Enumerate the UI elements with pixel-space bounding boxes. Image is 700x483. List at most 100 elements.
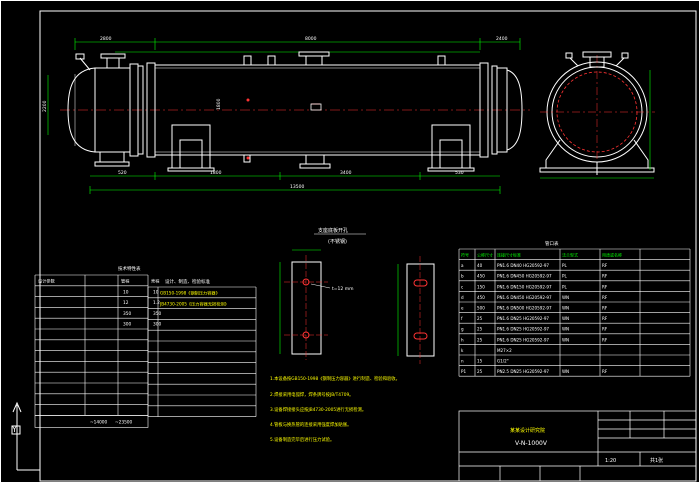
tech-bottom-2: ~23500 <box>115 419 133 425</box>
nozzle-cell: 150 <box>477 284 485 289</box>
nozzle-cell: M27×2 <box>497 348 512 353</box>
dim-vertical: 1800 <box>216 98 222 110</box>
tech-cell: 12 <box>123 300 129 306</box>
dim-bottom-1: 520 <box>118 170 127 176</box>
nozzle-header-cell: 用途或名称 <box>602 252 622 258</box>
nozzle-cell: PN1.6 DN500 HG20592-97 <box>497 306 552 311</box>
dim-top-3: 2400 <box>496 36 508 42</box>
standards-table: 设计、制造、检验标准 GB150-1998《钢制压力容器》 JB4730-2005《… <box>147 278 257 417</box>
tech-cell: 350 <box>123 311 131 317</box>
note-1: 1.本设备按GB150-1998《钢制压力容器》进行制造、检验和验收。 <box>270 375 400 382</box>
nozzle-cell: h <box>461 337 464 342</box>
nozzle-cell: g <box>461 327 464 332</box>
support-subtitle: (不锈钢) <box>328 238 347 245</box>
nozzle-cell: k <box>461 348 464 353</box>
nozzle-cell: f <box>461 316 463 321</box>
support-label: t=12 mm <box>332 286 353 292</box>
nozzle-cell: PL <box>562 284 567 289</box>
tech-cell: 300 <box>123 322 131 328</box>
note-4: 4.管板与换热管的连接采用强度焊加贴胀。 <box>270 421 351 428</box>
nozzle-cell: RF <box>602 327 608 332</box>
nozzle-cell: RF <box>602 306 608 311</box>
tech-cell: 10 <box>153 289 159 295</box>
tech-bottom-1: ~14000 <box>90 419 108 425</box>
dim-left: 2200 <box>42 100 48 112</box>
title-block <box>458 410 697 482</box>
nozzle-cell: WN <box>562 369 569 374</box>
side-view <box>539 51 655 179</box>
nozzle-header-cell: 符号 <box>461 252 469 258</box>
nozzle-cell: RF <box>602 337 608 342</box>
nozzle-cell: d <box>461 295 464 300</box>
nozzle-cell: c <box>461 284 463 289</box>
dim-bottom-2: 1800 <box>210 170 222 176</box>
tech-cell: 300 <box>153 322 161 328</box>
nozzle-cell: PN1.6 DN40 HG20592-97 <box>497 263 549 268</box>
nozzle-cell: b <box>461 274 464 279</box>
nozzle-cell: RF <box>602 284 608 289</box>
nozzle-header-cell: 法兰型式 <box>562 252 578 258</box>
nozzle-header-cell: 公称尺寸 <box>477 252 493 258</box>
nozzle-cell: PN1.6 DN25 HG20592-97 <box>497 327 549 332</box>
tech-table-title: 技术特性表 <box>118 265 141 272</box>
nozzle-header-cell: 连接尺寸标准 <box>497 252 521 258</box>
tech-header-cell: 壳程 <box>151 278 160 285</box>
technical-notes: 1.本设备按GB150-1998《钢制压力容器》进行制造、检验和验收。 2.焊接… <box>270 375 400 443</box>
nozzle-cell: PN2.5 DN25 HG20592-97 <box>497 369 549 374</box>
nozzle-cell: PN1.6 DN450 HG20592-97 <box>497 274 552 279</box>
nozzle-cell: 25 <box>477 327 483 332</box>
note-5: 5.设备制造完毕后进行压力试验。 <box>270 436 334 443</box>
support-plate-detail: 支座底板开孔 (不锈钢) t=12 mm <box>279 227 435 364</box>
nozzle-title: 管口表 <box>545 240 559 247</box>
nozzle-cell: 25 <box>477 337 483 342</box>
standards-title: 设计、制造、检验标准 <box>165 278 210 285</box>
main-elevation-view: 2800 8000 2400 13500 520 1800 3400 530 1… <box>42 36 530 194</box>
title-scale: 1:20 <box>605 458 616 464</box>
note-3: 3.设备焊接接头应按JB4730-2005进行无损检测。 <box>270 406 366 413</box>
standards-cell: JB4730-2005《压力容器无损检测》 <box>159 300 229 307</box>
inner-frame <box>39 10 697 482</box>
dim-bottom-3: 3400 <box>340 170 352 176</box>
ucs-axis-icon: Y <box>11 401 40 471</box>
nozzle-cell: 40 <box>477 263 483 268</box>
standards-cell: GB150-1998《钢制压力容器》 <box>160 290 220 297</box>
nozzle-cell: 25 <box>477 316 483 321</box>
nozzle-cell: PN1.6 DN450 HG20592-97 <box>497 295 552 300</box>
nozzle-table: 管口表符号 公称尺寸连接尺寸标准 法兰型式 用途或名称 a 40 PN1.6 DN40 HG… <box>458 240 691 377</box>
nozzle-cell: 450 <box>477 295 485 300</box>
nozzle-cell: 450 <box>477 274 485 279</box>
nozzle-cell: RF <box>602 316 608 321</box>
nozzle-cell: RF <box>602 274 608 279</box>
nozzle-cell: RF <box>602 369 608 374</box>
nozzle-cell: WN <box>562 306 569 311</box>
nozzle-cell: 25 <box>477 369 483 374</box>
tech-cell: 1.2 <box>153 300 160 306</box>
title-sheet: 共1张 <box>650 457 663 464</box>
tech-header-cell: 设计参数 <box>38 278 56 285</box>
nozzle-cell: RF <box>602 263 608 268</box>
nozzle-cell: PN1.6 DN150 HG20592-97 <box>497 284 552 289</box>
nozzle-cell: WN <box>562 337 569 342</box>
note-2: 2.焊接采用电弧焊，焊条牌号按JB/T4709。 <box>270 391 353 398</box>
title-company: 某某设计研究院 <box>510 427 545 434</box>
dim-bottom-4: 530 <box>455 170 464 176</box>
tech-cell: 10 <box>123 289 129 295</box>
nozzle-cell: P1 <box>461 369 466 374</box>
nozzle-cell: e <box>461 306 464 311</box>
svg-text:Y: Y <box>12 425 17 434</box>
support-title: 支座底板开孔 <box>318 227 348 234</box>
nozzle-cell: a <box>461 263 464 268</box>
nozzle-cell: 500 <box>477 306 485 311</box>
nozzle-cell: WN <box>562 316 569 321</box>
tech-cell: 350 <box>153 311 161 317</box>
nozzle-cell: PL <box>562 263 567 268</box>
dim-top-2: 8000 <box>305 36 317 42</box>
dim-total: 13500 <box>290 184 304 190</box>
nozzle-cell: WN <box>562 327 569 332</box>
nozzle-cell: RF <box>602 295 608 300</box>
dim-top-1: 2800 <box>100 36 112 42</box>
tech-header-cell: 管程 <box>121 278 130 285</box>
title-drawing: V-N-1000V <box>515 440 548 447</box>
